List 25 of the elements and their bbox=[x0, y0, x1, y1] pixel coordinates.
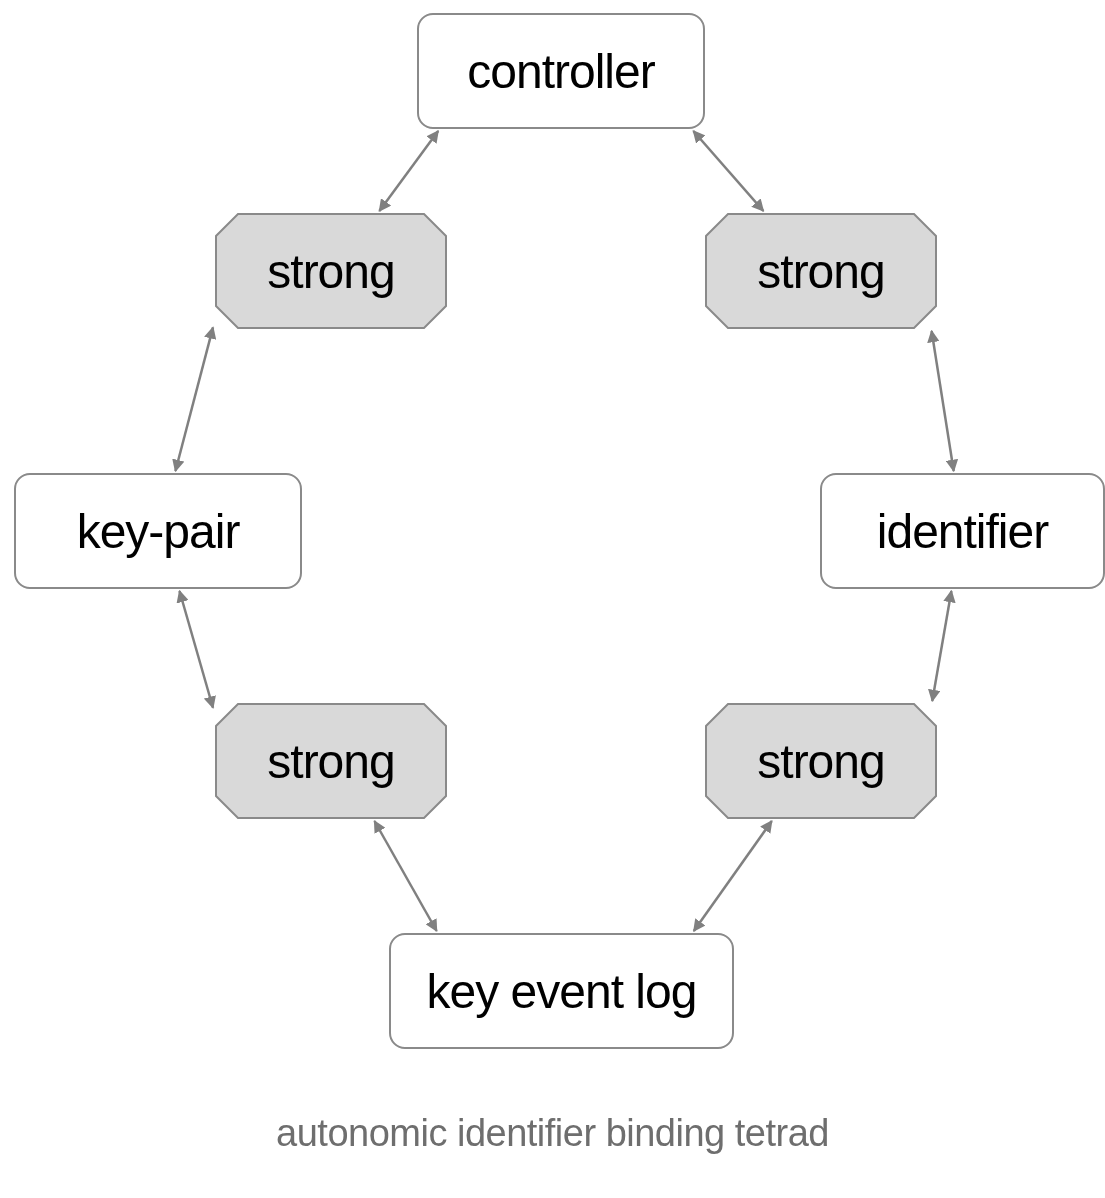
double-arrow bbox=[172, 326, 217, 473]
octagon-box bbox=[705, 213, 937, 329]
node-label: controller bbox=[467, 43, 655, 99]
double-arrow bbox=[373, 819, 438, 933]
double-arrow bbox=[692, 130, 765, 212]
rounded-box bbox=[820, 473, 1105, 589]
node-label: key event log bbox=[426, 963, 697, 1019]
node-label: strong bbox=[757, 243, 885, 299]
node-label: identifier bbox=[876, 503, 1049, 559]
node-label: strong bbox=[267, 243, 395, 299]
rounded-box bbox=[389, 933, 734, 1049]
double-arrow bbox=[176, 589, 216, 709]
double-arrow bbox=[928, 589, 956, 703]
node-label: strong bbox=[267, 733, 395, 789]
octagon-box bbox=[215, 703, 447, 819]
rounded-box bbox=[417, 13, 705, 129]
octagon-box bbox=[215, 213, 447, 329]
node-label: key-pair bbox=[76, 503, 240, 559]
node-label: strong bbox=[757, 733, 885, 789]
caption: autonomic identifier binding tetrad bbox=[276, 1112, 829, 1155]
double-arrow bbox=[692, 820, 773, 932]
rounded-box bbox=[14, 473, 302, 589]
double-arrow bbox=[378, 130, 440, 212]
octagon-box bbox=[705, 703, 937, 819]
double-arrow bbox=[927, 329, 959, 473]
